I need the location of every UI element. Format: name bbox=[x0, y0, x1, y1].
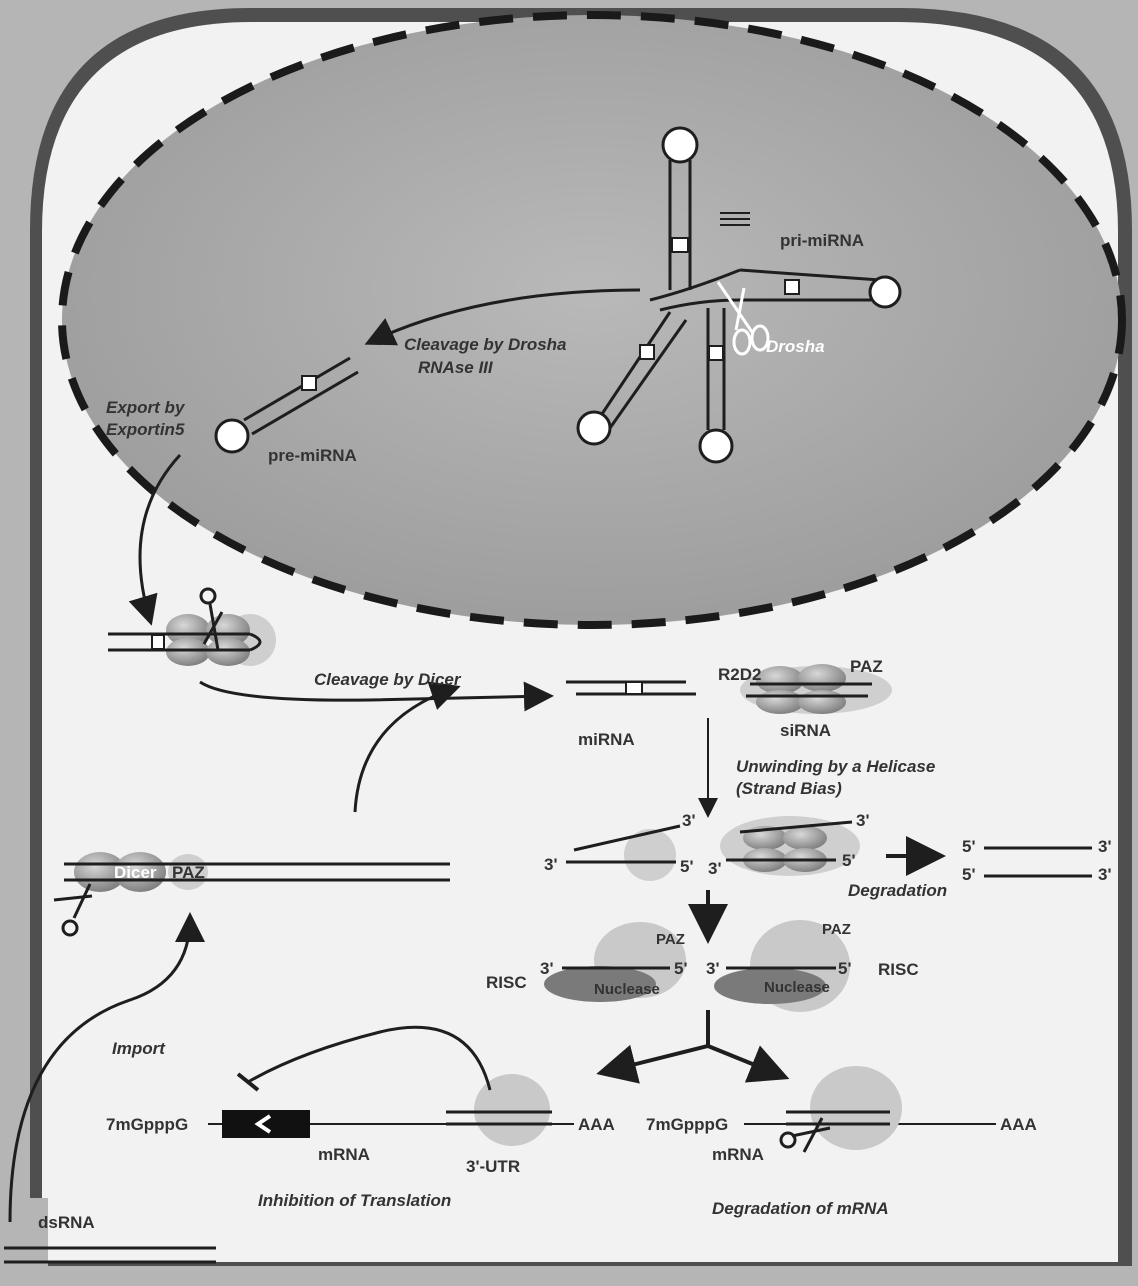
mirna-label: miRNA bbox=[578, 730, 635, 749]
five-prime-label: 5' bbox=[838, 959, 852, 978]
unwinding-label-1: Unwinding by a Helicase bbox=[736, 757, 935, 776]
coding-region bbox=[222, 1110, 310, 1138]
three-prime-label: 3' bbox=[856, 811, 870, 830]
three-prime-label: 3' bbox=[1098, 837, 1112, 856]
export-label-1: Export by bbox=[106, 398, 186, 417]
dicer-label: Dicer bbox=[114, 863, 157, 882]
cap-label-left: 7mGpppG bbox=[106, 1115, 188, 1134]
paz-label-risc-right: PAZ bbox=[822, 921, 851, 938]
three-prime-label: 3' bbox=[1098, 865, 1112, 884]
degradation-label: Degradation bbox=[848, 881, 947, 900]
polya-label-right: AAA bbox=[1000, 1115, 1037, 1134]
five-prime-label: 5' bbox=[680, 857, 694, 876]
three-prime-label: 3' bbox=[544, 855, 558, 874]
membrane-gap bbox=[26, 1198, 48, 1268]
five-prime-label: 5' bbox=[674, 959, 688, 978]
mrna-label-right: mRNA bbox=[712, 1145, 764, 1164]
three-prime-label: 3' bbox=[708, 859, 722, 878]
polya-label-left: AAA bbox=[578, 1115, 615, 1134]
export-label-2: Exportin5 bbox=[106, 420, 185, 439]
paz-label-risc-left: PAZ bbox=[656, 931, 685, 948]
utr-label: 3'-UTR bbox=[466, 1157, 520, 1176]
cap-label-right: 7mGpppG bbox=[646, 1115, 728, 1134]
mrna-label-left: mRNA bbox=[318, 1145, 370, 1164]
three-prime-label: 3' bbox=[682, 811, 696, 830]
nuclease-label-left: Nuclease bbox=[594, 981, 660, 998]
import-label: Import bbox=[112, 1039, 166, 1058]
three-prime-label: 3' bbox=[540, 959, 554, 978]
five-prime-label: 5' bbox=[962, 837, 976, 856]
pre-mirna-label: pre-miRNA bbox=[268, 446, 357, 465]
unwinding-right bbox=[720, 816, 860, 876]
inhibition-label: Inhibition of Translation bbox=[258, 1191, 451, 1210]
drosha-cleavage-label-1: Cleavage by Drosha bbox=[404, 335, 567, 354]
r2d2-label: R2D2 bbox=[718, 665, 761, 684]
dsrna-label: dsRNA bbox=[38, 1213, 95, 1232]
drosha-label: Drosha bbox=[766, 337, 825, 356]
drosha-cleavage-label-2: RNAse III bbox=[418, 358, 494, 377]
unwinding-label-2: (Strand Bias) bbox=[736, 779, 842, 798]
risc-label-left: RISC bbox=[486, 973, 527, 992]
pri-mirna-label: pri-miRNA bbox=[780, 231, 864, 250]
paz-label-sirna: PAZ bbox=[850, 657, 883, 676]
risc-label-right: RISC bbox=[878, 960, 919, 979]
nuclease-label-right: Nuclease bbox=[764, 979, 830, 996]
degradation-mrna-label: Degradation of mRNA bbox=[712, 1199, 889, 1218]
dicer-cleavage-label: Cleavage by Dicer bbox=[314, 670, 462, 689]
paz-label-dicer: PAZ bbox=[172, 863, 205, 882]
five-prime-label: 5' bbox=[962, 865, 976, 884]
sirna-label: siRNA bbox=[780, 721, 831, 740]
three-prime-label: 3' bbox=[706, 959, 720, 978]
five-prime-label: 5' bbox=[842, 851, 856, 870]
